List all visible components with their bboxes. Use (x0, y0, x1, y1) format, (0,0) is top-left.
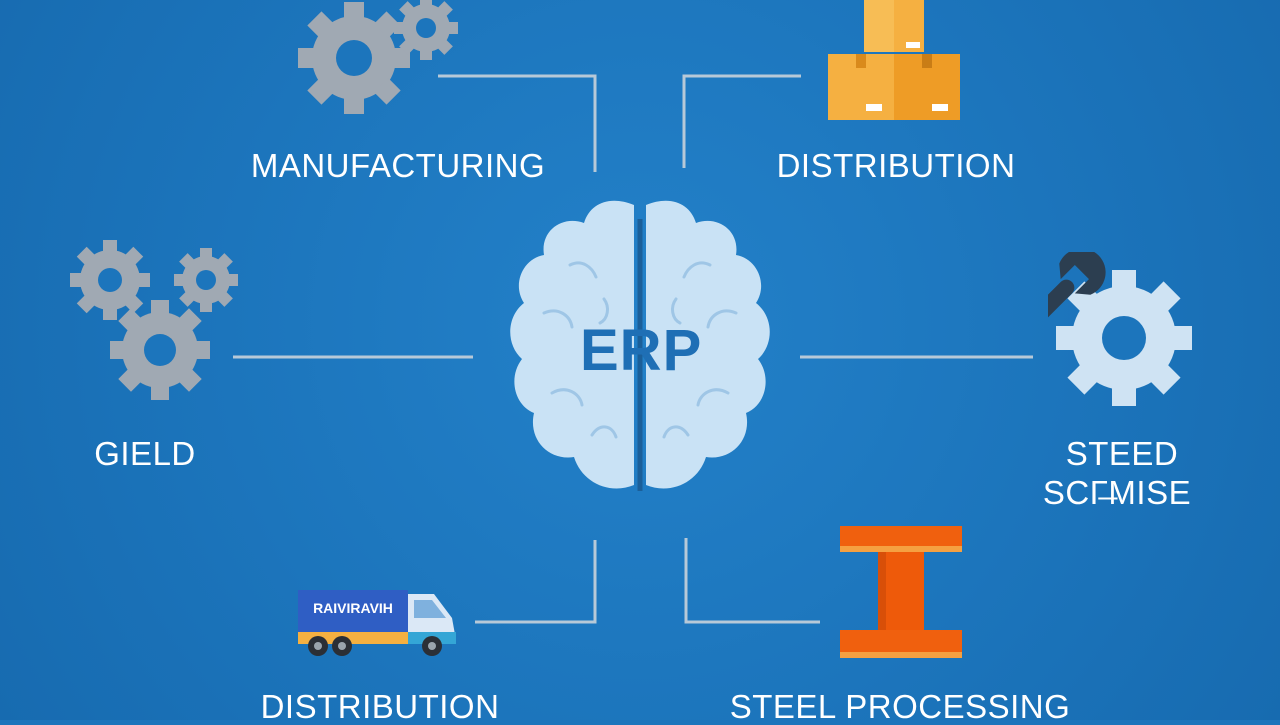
label-steel-processing: STEEL PROCESSING (729, 688, 1071, 725)
gears-icon (70, 240, 238, 400)
connector-distribution-bottom (475, 540, 597, 624)
label-manufacturing: MANUFACTURING (250, 147, 546, 184)
center-label: ERP (580, 318, 703, 383)
label-steed-line1: STEED (1065, 435, 1179, 472)
gears-icon (298, 0, 458, 114)
steel-beam-icon (840, 526, 962, 658)
label-distribution-bottom: DISTRIBUTION (260, 688, 500, 725)
connector-distribution-top (682, 74, 801, 168)
label-gield: GIELD (94, 435, 196, 472)
truck-text: RAIVIRAVIH (313, 600, 393, 616)
wrench-gear-icon (1048, 252, 1192, 406)
truck-icon: RAIVIRAVIH (298, 590, 456, 656)
connector-steel-processing (684, 538, 820, 624)
brain-icon (510, 200, 770, 491)
boxes-icon (828, 0, 960, 120)
label-steed-line2: SCΓ̶MISE (1042, 474, 1192, 511)
label-distribution-top: DISTRIBUTION (776, 147, 1016, 184)
connector-manufacturing (438, 74, 597, 172)
